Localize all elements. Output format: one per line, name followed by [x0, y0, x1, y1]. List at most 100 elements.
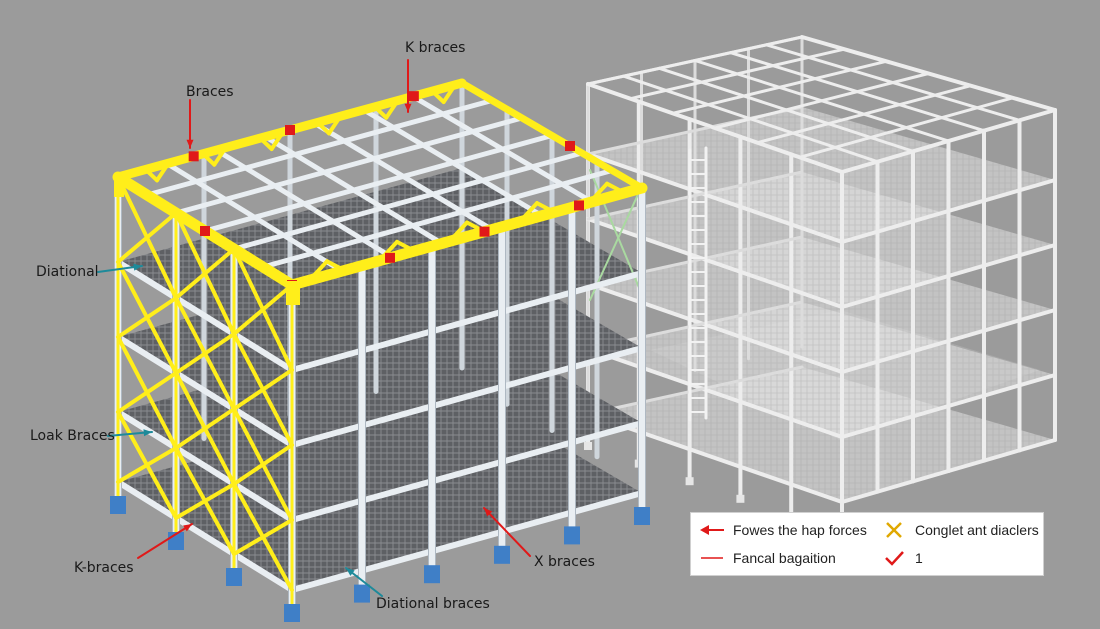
ghost-top-grid	[586, 82, 844, 174]
k-brace	[212, 145, 228, 167]
k-brace	[326, 114, 343, 136]
top-grid-beam	[164, 161, 345, 274]
side-diagonal	[589, 169, 641, 291]
x-brace	[232, 443, 294, 486]
load-node	[385, 252, 395, 263]
x-brace	[232, 518, 294, 556]
ghost-ledger	[586, 365, 804, 416]
red-arrow-icon	[699, 521, 725, 539]
x-brace	[174, 247, 236, 300]
k-brace	[258, 136, 274, 152]
k-brace	[200, 151, 217, 167]
ghost-foot	[584, 442, 592, 450]
legend-item-bagaition: Fancal bagaition	[699, 549, 836, 567]
red-line-icon	[699, 549, 725, 567]
top-grid-beam	[262, 134, 445, 246]
base-plate	[634, 507, 650, 525]
load-node	[408, 91, 419, 102]
ghost-top-edge	[800, 35, 1057, 112]
base-plate	[424, 565, 440, 584]
top-yellow-beam	[458, 79, 646, 192]
ghost-top-grid	[693, 59, 950, 143]
top-grid-beam	[144, 98, 495, 198]
ledger	[115, 409, 295, 523]
ghost-ledger	[840, 178, 1057, 244]
ledger	[115, 259, 295, 373]
x-brace	[174, 332, 236, 375]
top-grid-beam	[213, 147, 395, 260]
load-node	[479, 226, 490, 237]
corner-joint	[114, 173, 124, 197]
k-brace	[535, 201, 557, 215]
legend-item-check: 1	[881, 549, 923, 567]
x-braces-arrow-head	[484, 508, 493, 517]
x-brace	[116, 371, 178, 414]
braces-top-arrow-head	[186, 139, 194, 148]
k-braces-top-arrow-head	[404, 103, 412, 112]
label-diational-left: Diational	[36, 264, 99, 280]
x-mark-icon	[881, 521, 907, 539]
top-grid-beam	[260, 168, 615, 270]
label-k-braces-top: K braces	[405, 40, 466, 56]
x-brace	[174, 407, 236, 450]
label-braces-top-left: Braces	[186, 84, 234, 100]
k-brace	[372, 104, 389, 120]
k-brace	[143, 167, 159, 183]
ghost-ledger	[586, 217, 844, 309]
ghost-foot	[685, 477, 694, 486]
k-brace	[587, 181, 609, 205]
base-plate	[284, 604, 300, 622]
ghost-ledger	[840, 308, 1057, 374]
x-brace	[116, 211, 178, 264]
k-brace	[384, 98, 400, 120]
base-plate	[494, 545, 510, 564]
label-x-braces: X braces	[534, 554, 595, 570]
legend-text-load-forces: Fowes the hap forces	[733, 522, 867, 538]
legend-text-connections: Conglet ant diaclers	[915, 522, 1039, 538]
k-brace	[605, 181, 627, 195]
k-brace	[325, 259, 347, 273]
ghost-foot	[736, 494, 745, 503]
k-brace	[517, 201, 539, 224]
label-diational-braces: Diational braces	[376, 596, 490, 612]
top-grid-beam	[231, 150, 585, 252]
legend-text-check: 1	[915, 550, 923, 566]
diational-braces-arrow-head	[346, 568, 355, 576]
check-icon	[881, 549, 907, 567]
label-k-braces-bottom: K-braces	[74, 560, 134, 576]
k-brace	[315, 120, 331, 136]
ghost-ledger	[586, 347, 844, 439]
top-grid-beam	[202, 133, 555, 234]
base-plate	[226, 568, 242, 586]
k-brace	[307, 259, 329, 283]
k-brace	[447, 220, 469, 244]
x-brace	[116, 446, 178, 484]
ledger	[289, 345, 645, 448]
base-plate	[110, 496, 126, 514]
legend-item-load-forces: Fowes the hap forces	[699, 521, 867, 539]
ghost-ledger	[840, 373, 1057, 439]
label-loak-braces: Loak Braces	[30, 428, 115, 444]
loak-braces-arrow-head	[143, 429, 152, 437]
load-node	[285, 125, 295, 135]
ghost-ledger	[840, 438, 1057, 504]
base-plate	[354, 584, 370, 603]
ghost-ledger	[586, 170, 804, 221]
base-plate	[564, 526, 580, 545]
ghost-ledger	[840, 243, 1057, 309]
k-brace	[395, 239, 417, 254]
ghost-top-grid	[764, 43, 1021, 122]
legend-box: Fowes the hap forces Conglet ant diacler…	[690, 512, 1044, 576]
top-grid-beam	[361, 107, 545, 219]
k-brace	[441, 82, 458, 105]
load-node	[200, 226, 210, 236]
x-brace	[232, 283, 294, 336]
top-grid-beam	[410, 93, 595, 205]
load-node	[188, 151, 199, 162]
diational-left-arrow-head	[133, 263, 142, 271]
ghost-top-grid	[657, 66, 915, 153]
x-brace	[116, 296, 178, 339]
ghost-ledger	[586, 282, 844, 374]
